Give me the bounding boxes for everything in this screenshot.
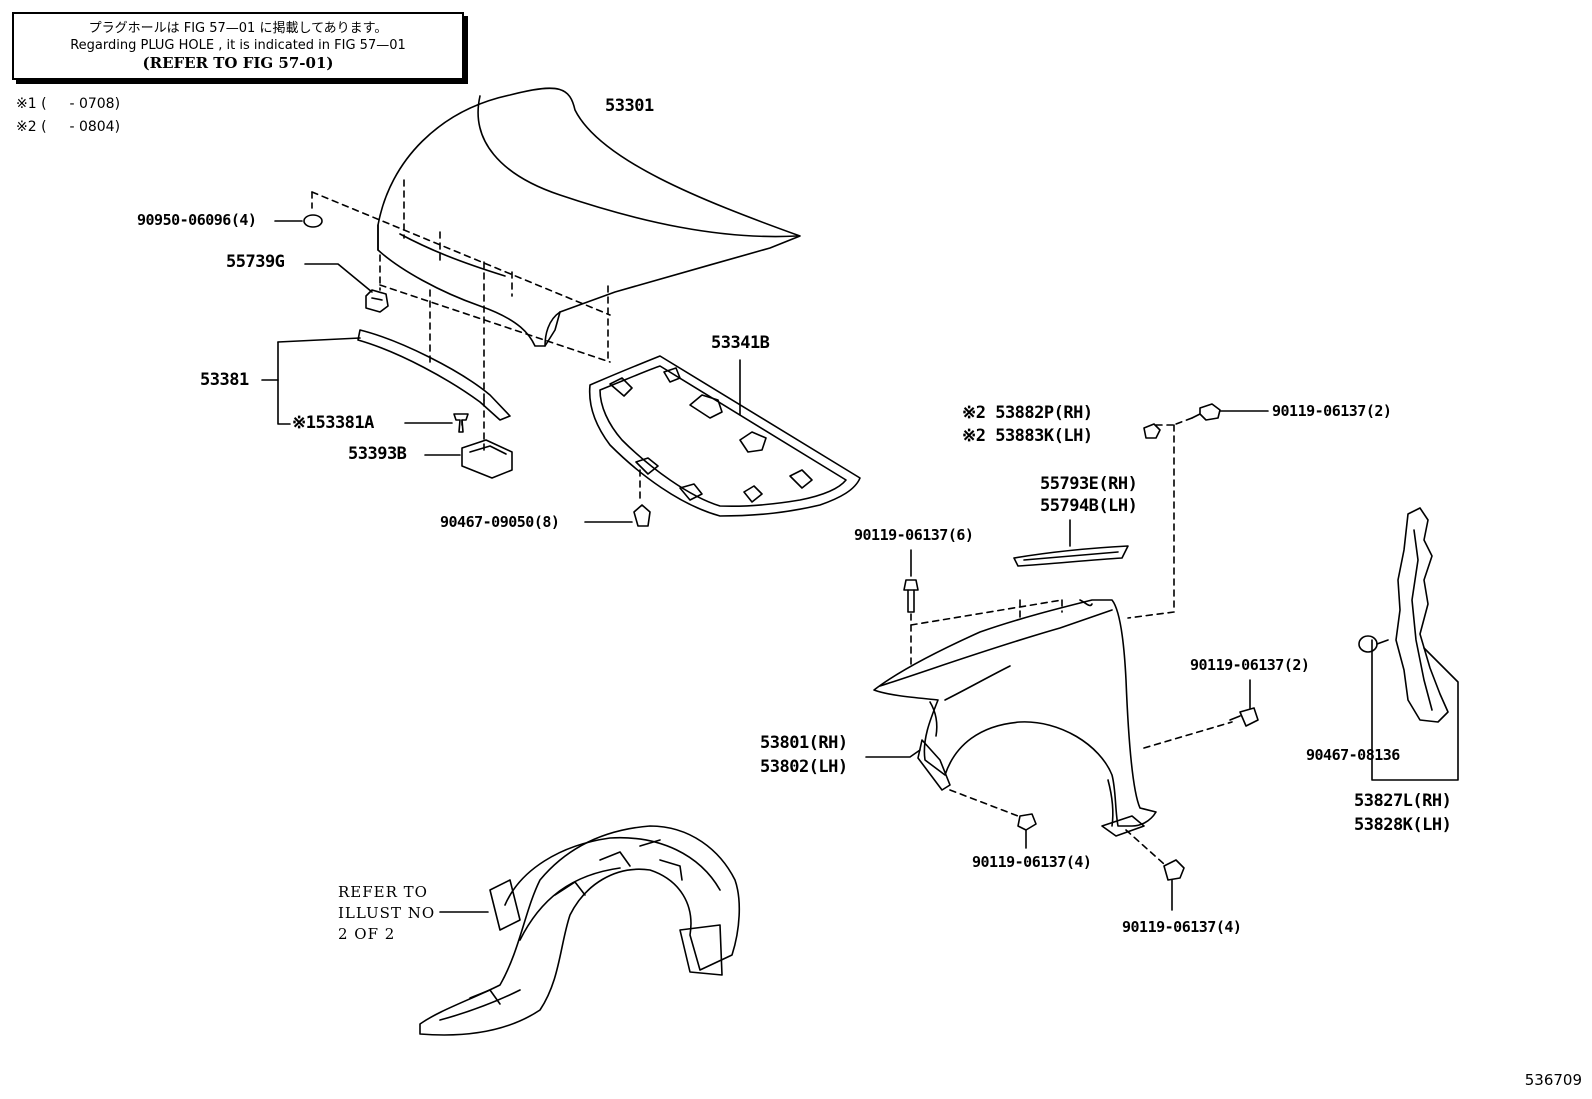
range-text: ( - 0804) — [41, 119, 121, 135]
bolt-top-right — [1191, 403, 1221, 421]
label-bolt-fender-2[interactable]: 90119-06137(2) — [1190, 656, 1310, 674]
note-refer: (REFER TO FIG 57-01) — [142, 54, 334, 72]
label-cushion[interactable]: 90950-06096(4) — [137, 211, 257, 229]
clip-09050-part — [633, 504, 651, 527]
label-stopper[interactable]: 55739G — [226, 252, 285, 272]
hood-insulator — [588, 355, 861, 517]
refer-line-1: REFER TO — [338, 883, 428, 901]
fender-side-panel — [1371, 507, 1459, 781]
label-bolt-bottom-a[interactable]: 90119-06137(4) — [972, 853, 1092, 871]
illustration-number: 536709 — [1524, 1071, 1582, 1089]
label-bolt-6[interactable]: 90119-06137(6) — [854, 526, 974, 544]
bolt-bottom-b-part — [1163, 859, 1185, 881]
alignment-lines-hood — [311, 179, 641, 501]
label-cover[interactable]: 53393B — [348, 444, 407, 464]
label-side-panel-lh[interactable]: 53828K(LH) — [1354, 815, 1452, 835]
range-mark: ※1 — [16, 96, 37, 112]
label-fender-seal-rh[interactable]: 55793E(RH) — [1040, 474, 1138, 494]
range-note-2: ※2 ( - 0804) — [16, 116, 120, 136]
clip-08136-part — [1358, 635, 1389, 653]
label-bolt-bottom-b[interactable]: 90119-06137(4) — [1122, 918, 1242, 936]
seal-strip-part — [261, 329, 511, 425]
bracket-part — [1143, 423, 1161, 439]
note-japanese: プラグホールは FIG 57—01 に掲載してあります。 — [88, 21, 388, 36]
cushion-part — [303, 214, 323, 228]
fender-liner — [419, 825, 741, 1036]
stopper-part — [365, 289, 389, 313]
hood-panel — [377, 87, 801, 347]
label-hood[interactable]: 53301 — [605, 96, 654, 116]
bolt-bottom-a-part — [1017, 813, 1037, 831]
label-bracket-lh[interactable]: ※2 53883K(LH) — [962, 426, 1093, 446]
alignment-lines-fender — [910, 417, 1233, 865]
label-clip-09050[interactable]: 90467-09050(8) — [440, 513, 560, 531]
label-fender-rh[interactable]: 53801(RH) — [760, 733, 848, 753]
clip-part — [453, 413, 469, 433]
label-fender-lh[interactable]: 53802(LH) — [760, 757, 848, 777]
bolt-fender-2-part — [1229, 707, 1259, 727]
range-mark: ※2 — [16, 119, 37, 135]
fender-seal-part — [1013, 545, 1129, 567]
cover-part — [461, 439, 513, 479]
label-bracket-rh[interactable]: ※2 53882P(RH) — [962, 403, 1093, 423]
label-seal[interactable]: 53381 — [200, 370, 249, 390]
refer-line-3: 2 OF 2 — [338, 925, 396, 943]
bolt-6-part — [903, 579, 919, 613]
refer-illust-note: REFER TO ILLUST NO 2 OF 2 — [338, 882, 435, 945]
front-fender — [873, 599, 1157, 837]
label-bolt-top-right[interactable]: 90119-06137(2) — [1272, 402, 1392, 420]
refer-line-2: ILLUST NO — [338, 904, 436, 922]
plug-hole-note: プラグホールは FIG 57—01 に掲載してあります。 Regarding P… — [12, 12, 464, 80]
label-clip-53381a[interactable]: ※153381A — [292, 413, 374, 433]
note-english: Regarding PLUG HOLE , it is indicated in… — [70, 38, 406, 53]
label-clip-08136[interactable]: 90467-08136 — [1306, 746, 1400, 764]
range-note-1: ※1 ( - 0708) — [16, 93, 120, 113]
range-text: ( - 0708) — [41, 96, 121, 112]
label-side-panel-rh[interactable]: 53827L(RH) — [1354, 791, 1452, 811]
label-fender-seal-lh[interactable]: 55794B(LH) — [1040, 496, 1138, 516]
label-insulator[interactable]: 53341B — [711, 333, 770, 353]
